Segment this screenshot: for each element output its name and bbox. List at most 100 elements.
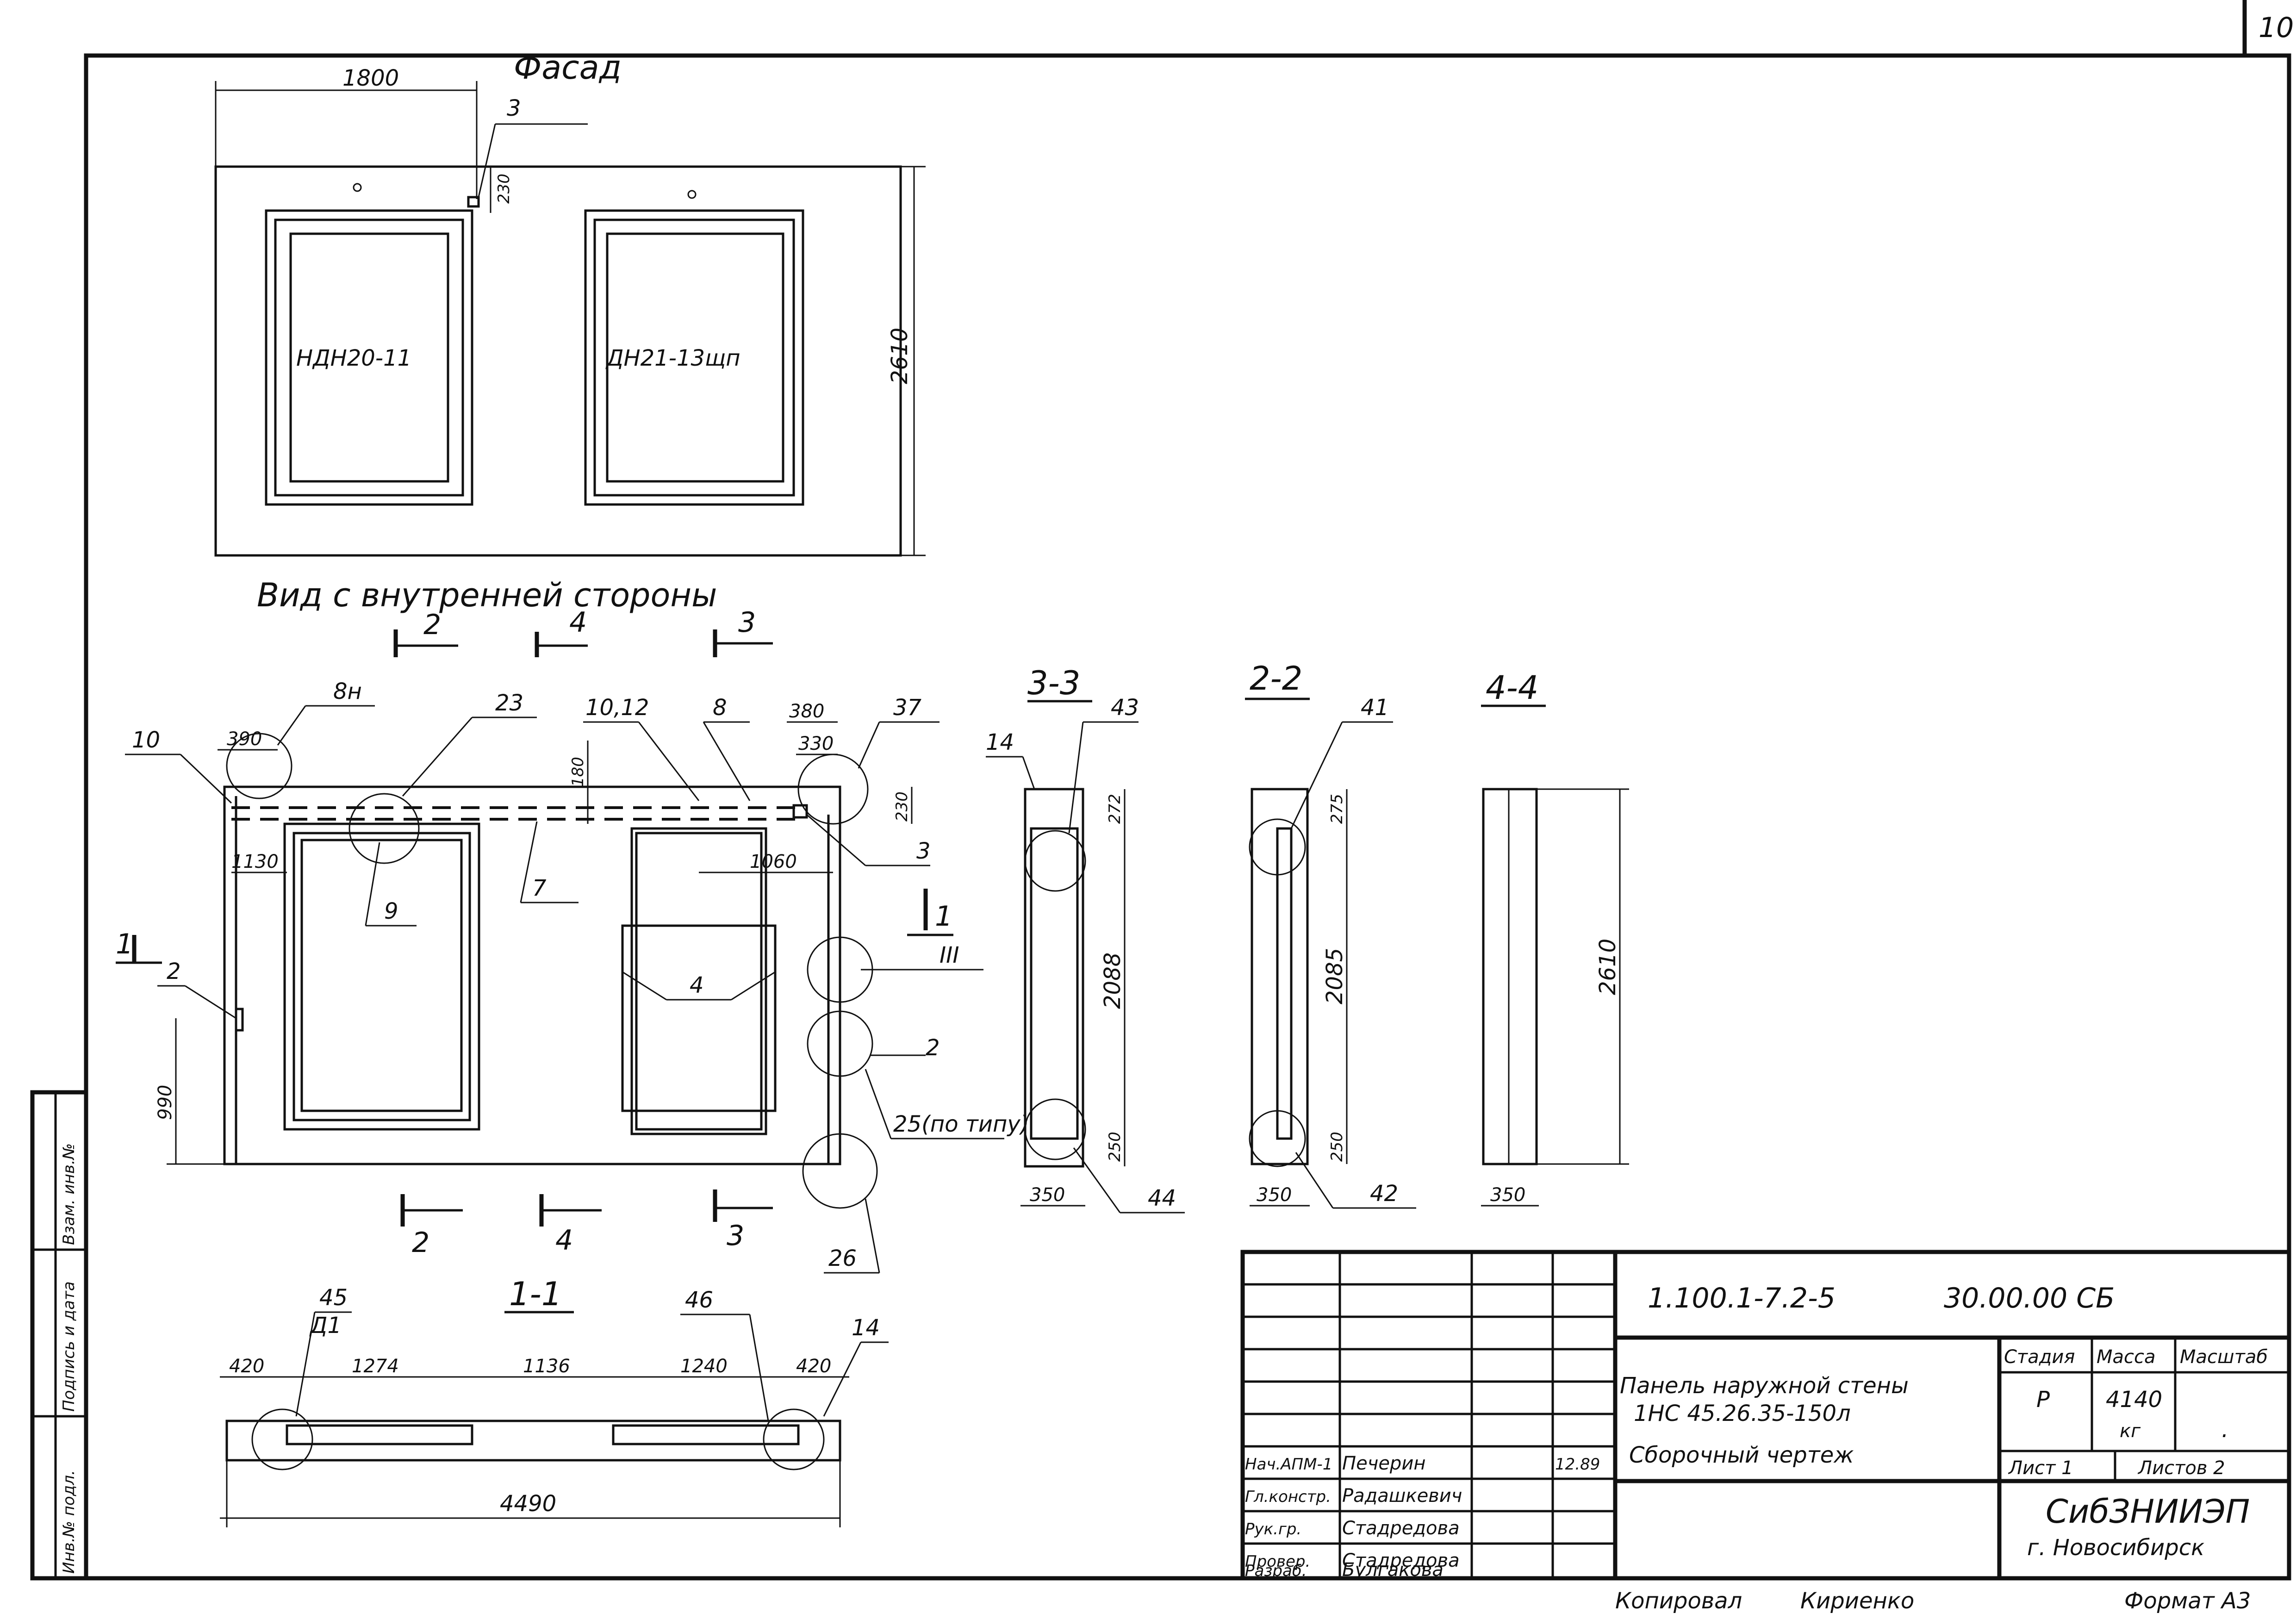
inside-callout-23: 23 bbox=[495, 690, 523, 716]
mass-value: 4140 bbox=[2106, 1387, 2162, 1413]
section-2-2-title: 2-2 bbox=[1250, 660, 1302, 697]
section-4-4-dim-width: 350 bbox=[1490, 1184, 1525, 1206]
sheet-border bbox=[84, 53, 2291, 1581]
title-block: 1.100.1-7.2-5 30.00.00 СБ Панель наружно… bbox=[1240, 1250, 2291, 1581]
inside-callout-37: 37 bbox=[893, 695, 922, 721]
inside-cut-bottom-2: 4 bbox=[555, 1224, 573, 1257]
side-stamp: Взам. инв.№ Подпись и дата Инв.№ подл. bbox=[30, 1090, 88, 1581]
inside-cut-top-1: 2 bbox=[423, 609, 441, 641]
side-stamp-cell-1: Взам. инв.№ bbox=[60, 1143, 78, 1245]
copied-name: Кириенко bbox=[1800, 1588, 1914, 1614]
section-4-4-dim-height: 2610 bbox=[1595, 939, 1621, 995]
role-1-date: 12.89 bbox=[1555, 1455, 1600, 1474]
section-3-3-dim-mid: 2088 bbox=[1100, 953, 1126, 1009]
facade-window-right-label: ДН21-13щп bbox=[605, 345, 740, 371]
stage-value: Р bbox=[2036, 1387, 2050, 1413]
copied-label: Копировал bbox=[1615, 1588, 1742, 1614]
side-stamp-cell-3: Инв.№ подл. bbox=[60, 1470, 78, 1574]
section-3-3-callout-14: 14 bbox=[986, 729, 1014, 755]
doc-name-line1: Панель наружной стены bbox=[1620, 1373, 1909, 1399]
role-4-name: Стадредова bbox=[1342, 1550, 1460, 1571]
facade-panel bbox=[214, 165, 902, 557]
inside-cut-top-2: 4 bbox=[569, 606, 587, 639]
section-3-3-title: 3-3 bbox=[1027, 664, 1080, 702]
section-2-2-dim-width: 350 bbox=[1257, 1184, 1292, 1206]
inside-callout-3: 3 bbox=[916, 838, 931, 864]
inside-dim-380: 380 bbox=[789, 701, 824, 722]
role-1: Нач.АПМ-1 bbox=[1245, 1455, 1332, 1474]
facade-dim-height: 2610 bbox=[887, 328, 913, 384]
section-3-3: 3-3 14 43 44 272 2088 250 350 bbox=[986, 664, 1185, 1214]
doc-name-line3: Сборочный чертеж bbox=[1629, 1442, 1854, 1468]
section-1-1-dim-420a: 420 bbox=[229, 1356, 264, 1377]
inside-callout-2-right: 2 bbox=[926, 1035, 940, 1061]
doc-code: 1.100.1-7.2-5 bbox=[1648, 1282, 1836, 1314]
section-4-4: 4-4 2610 350 bbox=[1481, 669, 1629, 1207]
section-1-1-callout-46: 46 bbox=[685, 1287, 713, 1313]
side-stamp-cell-2: Подпись и дата bbox=[60, 1281, 78, 1412]
inside-dim-990: 990 bbox=[155, 1085, 176, 1120]
inside-roman: III bbox=[940, 942, 959, 968]
section-1-1-dim-1274: 1274 bbox=[352, 1356, 399, 1377]
inside-callout-25: 25(по типу) bbox=[893, 1111, 1029, 1137]
section-3-3-dim-bot: 250 bbox=[1106, 1132, 1124, 1162]
format-label: Формат А3 bbox=[2124, 1588, 2251, 1614]
inside-dim-1130: 1130 bbox=[231, 851, 279, 872]
scale-value: . bbox=[2221, 1417, 2228, 1443]
section-2-2-callout-42: 42 bbox=[1370, 1181, 1398, 1207]
inside-dim-230: 230 bbox=[893, 791, 911, 822]
inside-cut-top-3: 3 bbox=[738, 606, 756, 639]
mass-unit: кг bbox=[2120, 1420, 2141, 1442]
section-2-2: 2-2 41 42 275 2085 250 350 bbox=[1245, 660, 1416, 1209]
role-1-name: Печерин bbox=[1342, 1453, 1425, 1474]
inside-cut-side-right: 1 bbox=[935, 900, 952, 933]
facade-title: Фасад bbox=[514, 49, 622, 87]
section-3-3-dim-width: 350 bbox=[1030, 1184, 1065, 1206]
section-1-1-callout-d1: Д1 bbox=[309, 1313, 342, 1339]
inside-dim-1060: 1060 bbox=[750, 851, 797, 872]
section-2-2-dim-top: 275 bbox=[1328, 794, 1346, 824]
scale-label: Масштаб bbox=[2180, 1346, 2268, 1368]
inside-callout-10-12: 10,12 bbox=[585, 695, 649, 721]
inside-panel bbox=[223, 785, 841, 1165]
sheets-label: Листов 2 bbox=[2137, 1457, 2225, 1479]
inside-dim-330: 330 bbox=[798, 733, 834, 754]
section-1-1-callout-14: 14 bbox=[852, 1315, 880, 1341]
section-1-1: 1-1 420 1274 1136 1240 420 4490 45 Д1 46… bbox=[220, 1275, 889, 1527]
org-line1: СибЗНИИЭП bbox=[2046, 1493, 2250, 1531]
inside-title: Вид с внутренней стороны bbox=[257, 576, 717, 614]
section-2-2-dim-bot: 250 bbox=[1328, 1132, 1346, 1162]
section-3-3-callout-43: 43 bbox=[1111, 695, 1139, 721]
inside-callout-4: 4 bbox=[690, 972, 704, 998]
inside-cut-bottom-1: 2 bbox=[412, 1227, 429, 1259]
section-1-1-dim-420b: 420 bbox=[796, 1356, 831, 1377]
inside-callout-8: 8 bbox=[713, 695, 727, 721]
role-2-name: Радашкевич bbox=[1342, 1485, 1462, 1507]
inside-view: Вид с внутренней стороны 2 4 3 3 bbox=[116, 576, 1029, 1274]
facade-dim-width: 1800 bbox=[342, 65, 399, 91]
inside-callout-9: 9 bbox=[384, 898, 398, 924]
inside-dim-180: 180 bbox=[569, 757, 587, 787]
inside-callout-7: 7 bbox=[532, 875, 547, 901]
facade-view: Фасад 1800 НДН20-11 ДН21-13щп 3 230 2610 bbox=[214, 49, 926, 557]
role-5-name: Булгакова bbox=[1342, 1559, 1444, 1581]
inside-cut-side-left: 1 bbox=[116, 928, 133, 960]
sheet-label: Лист 1 bbox=[2008, 1457, 2073, 1479]
inside-dim-390: 390 bbox=[227, 729, 262, 750]
role-3: Рук.гр. bbox=[1245, 1520, 1301, 1538]
inside-cut-bottom-3: 3 bbox=[727, 1220, 744, 1252]
facade-dim-small: 230 bbox=[495, 174, 513, 204]
inside-callout-10: 10 bbox=[132, 727, 160, 753]
inside-callout-8n: 8н bbox=[333, 679, 362, 704]
doc-number: 30.00.00 СБ bbox=[1944, 1282, 2115, 1314]
stage-label: Стадия bbox=[2004, 1346, 2075, 1368]
facade-window-left-label: НДН20-11 bbox=[296, 345, 411, 371]
facade-callout-3: 3 bbox=[507, 95, 521, 121]
section-1-1-callout-45: 45 bbox=[319, 1285, 348, 1311]
section-4-4-title: 4-4 bbox=[1486, 669, 1538, 707]
section-3-3-dim-top: 272 bbox=[1106, 794, 1124, 824]
doc-name-line2: 1НС 45.26.35-150л bbox=[1634, 1401, 1851, 1426]
section-3-3-callout-44: 44 bbox=[1148, 1185, 1176, 1211]
role-5: Разраб. bbox=[1245, 1562, 1307, 1580]
